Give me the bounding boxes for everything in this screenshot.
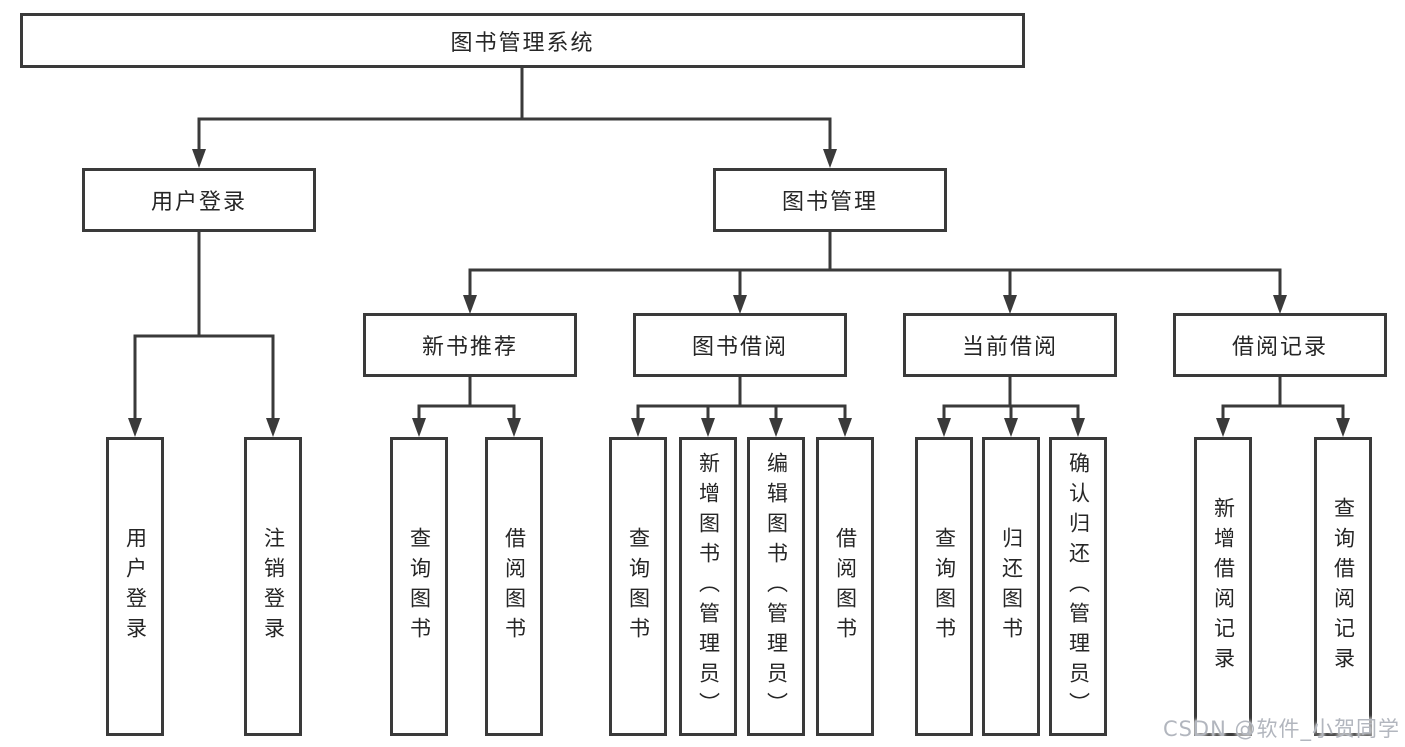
connector-book-management-children <box>463 231 1287 314</box>
node-label: 当前借阅 <box>961 335 1058 360</box>
connector-current-borrow-children <box>937 375 1085 437</box>
leaf-add-borrow-record: 新增借阅记录 <box>1194 437 1252 736</box>
node-user-login: 用户登录 <box>82 168 316 232</box>
leaf-user-login: 用户登录 <box>106 437 164 736</box>
node-label: 用户登录 <box>123 526 148 647</box>
node-borrow-record: 借阅记录 <box>1173 313 1387 377</box>
connector-root-to-level2 <box>192 66 837 168</box>
node-book-borrow: 图书借阅 <box>633 313 847 377</box>
node-library-system: 图书管理系统 <box>20 13 1025 68</box>
node-label: 查询图书 <box>407 526 432 647</box>
node-current-borrow: 当前借阅 <box>903 313 1117 377</box>
leaf-logout: 注销登录 <box>244 437 302 736</box>
node-label: 查询借阅记录 <box>1331 496 1356 677</box>
leaf-edit-book-admin: 编辑图书（管理员） <box>747 437 805 736</box>
node-label: 图书管理 <box>781 190 878 215</box>
node-label: 注销登录 <box>261 526 286 647</box>
leaf-query-borrow-record: 查询借阅记录 <box>1314 437 1372 736</box>
leaf-query-book-borrow: 查询图书 <box>609 437 667 736</box>
connector-new-book-children <box>412 375 521 437</box>
node-label: 图书借阅 <box>691 335 788 360</box>
node-label: 用户登录 <box>150 190 247 215</box>
node-new-book-recommend: 新书推荐 <box>363 313 577 377</box>
leaf-borrow-book-recommend: 借阅图书 <box>485 437 543 736</box>
leaf-borrow-book: 借阅图书 <box>816 437 874 736</box>
leaf-return-book: 归还图书 <box>982 437 1040 736</box>
node-label: 图书管理系统 <box>450 30 595 56</box>
node-label: 借阅记录 <box>1231 335 1328 360</box>
node-label: 新增图书（管理员） <box>696 451 721 722</box>
node-label: 新增借阅记录 <box>1211 496 1236 677</box>
csdn-watermark: CSDN @软件_小贺同学 <box>1162 717 1400 741</box>
node-label: 归还图书 <box>999 526 1024 647</box>
node-label: 确认归还（管理员） <box>1066 451 1091 722</box>
node-label: 借阅图书 <box>502 526 527 647</box>
node-label: 新书推荐 <box>421 335 518 360</box>
leaf-query-book-recommend: 查询图书 <box>390 437 448 736</box>
leaf-query-book-current: 查询图书 <box>915 437 973 736</box>
node-label: 查询图书 <box>626 526 651 647</box>
node-label: 借阅图书 <box>833 526 858 647</box>
connector-book-borrow-children <box>631 375 852 437</box>
connector-user-login-children <box>128 231 280 437</box>
leaf-confirm-return-admin: 确认归还（管理员） <box>1049 437 1107 736</box>
node-book-management: 图书管理 <box>713 168 947 232</box>
leaf-add-book-admin: 新增图书（管理员） <box>679 437 737 736</box>
node-label: 编辑图书（管理员） <box>764 451 789 722</box>
node-label: 查询图书 <box>932 526 957 647</box>
connector-borrow-record-children <box>1216 375 1350 437</box>
